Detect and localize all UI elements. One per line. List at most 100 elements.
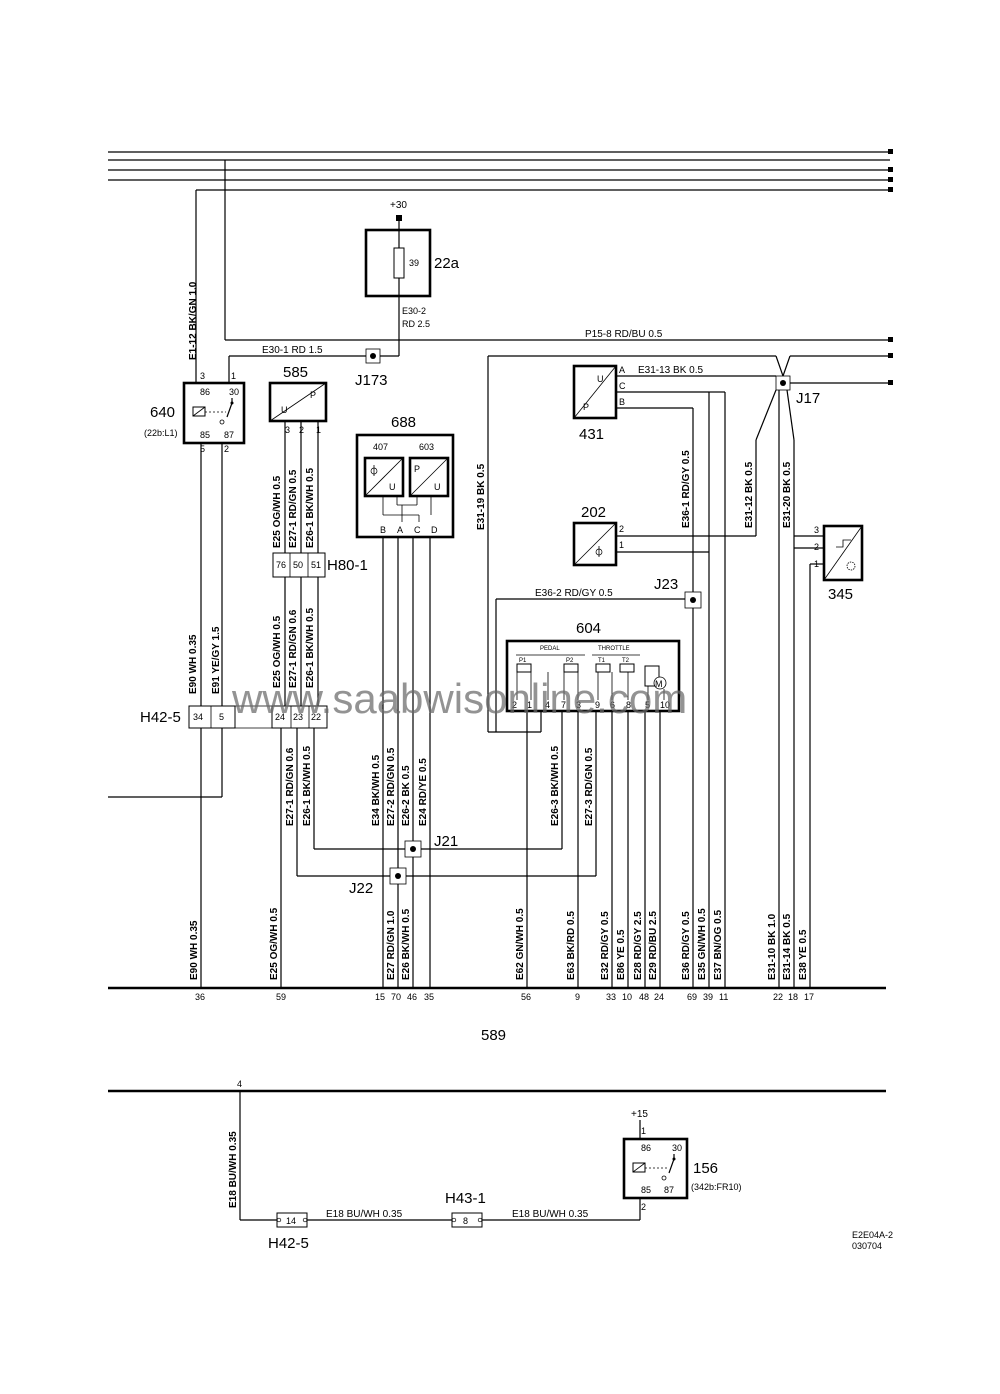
- bus-label-589: 589: [481, 1027, 506, 1044]
- relay-156-t2: 2: [641, 1202, 646, 1212]
- note-640: (22b:L1): [144, 428, 178, 438]
- relay-640-pin-86: 86: [200, 387, 210, 397]
- bp-69: 69: [687, 992, 697, 1002]
- b-e31-10: E31-10 BK 1.0: [767, 913, 778, 980]
- c688-pin-c: C: [414, 525, 421, 535]
- h42b-pin-14: 14: [286, 1216, 296, 1226]
- label-e27-1c: E27-1 RD/GN 0.6: [285, 747, 296, 826]
- junction-j22: J22: [349, 880, 373, 897]
- relay-156-p30: 30: [672, 1143, 682, 1153]
- junction-j17: J17: [796, 390, 820, 407]
- component-688: 688 407 603 U P U B A C D: [355, 414, 455, 539]
- label-e30-2-color: RD 2.5: [402, 319, 430, 329]
- relay-640: 86 30 85 87 3 1 5 2 640 (22b:L1): [144, 371, 246, 454]
- c202-t2: 2: [619, 524, 624, 534]
- c431-u: U: [597, 374, 604, 384]
- bp-56: 56: [521, 992, 531, 1002]
- label-e18-b: E18 BU/WH 0.35: [512, 1209, 589, 1220]
- bp-11: 11: [719, 992, 728, 1002]
- label-e31-19: E31-19 BK 0.5: [476, 463, 487, 530]
- diagram-code: E2E04A-2: [852, 1230, 893, 1240]
- c604-t1: T1: [598, 658, 606, 664]
- bp-15: 15: [375, 992, 385, 1002]
- c585-u: U: [281, 405, 288, 415]
- h42-pin-5: 5: [219, 712, 224, 722]
- bp-24: 24: [654, 992, 664, 1002]
- c604-pin-7: 8: [626, 700, 631, 710]
- b-e27: E27 RD/GN 1.0: [386, 910, 397, 980]
- label-e27-1a: E27-1 RD/GN 0.5: [288, 469, 299, 548]
- b-e63: E63 BK/RD 0.5: [566, 911, 577, 980]
- plus15-label: +15: [631, 1109, 648, 1120]
- bp-4: 4: [237, 1079, 242, 1089]
- ref-h42-5-lower: H42-5: [268, 1235, 309, 1252]
- bp-39: 39: [703, 992, 713, 1002]
- bp-59: 59: [276, 992, 286, 1002]
- label-e30-2: E30-2: [402, 306, 426, 316]
- ref-h80-1: H80-1: [327, 557, 368, 574]
- c345-t2: 2: [814, 542, 819, 552]
- b-e26: E26 BK/WH 0.5: [401, 908, 412, 980]
- c604-pin-6: 6: [610, 700, 615, 710]
- ref-431: 431: [579, 426, 604, 443]
- note-156: (342b:FR10): [691, 1182, 742, 1192]
- label-e31-12: E31-12 BK 0.5: [744, 461, 755, 528]
- h80-pin-76: 76: [276, 560, 286, 570]
- ref-h42-5: H42-5: [140, 709, 181, 726]
- watermark: www.saabwisonline.com: [231, 675, 687, 722]
- bp-46: 46: [407, 992, 417, 1002]
- label-e26-1a: E26-1 BK/WH 0.5: [305, 468, 316, 548]
- relay-640-term-1: 1: [231, 371, 236, 381]
- relay-640-term-3: 3: [200, 371, 205, 381]
- label-e31-20: E31-20 BK 0.5: [782, 461, 793, 528]
- relay-156-t1: 1: [641, 1126, 646, 1136]
- label-e31-13: E31-13 BK 0.5: [638, 365, 703, 376]
- h42-pin-22: 22: [311, 712, 321, 722]
- b-e90: E90 WH 0.35: [189, 920, 200, 980]
- c688-s603: 603: [419, 442, 434, 452]
- c604-pin-2: 4: [545, 700, 550, 710]
- b-e86: E86 YE 0.5: [616, 929, 627, 980]
- connector-h43-1: 8 H43-1: [445, 1190, 486, 1228]
- ref-22a: 22a: [434, 255, 460, 272]
- c202-t1: 1: [619, 540, 624, 550]
- c604-pedal: PEDAL: [540, 646, 560, 652]
- fuse-number: 39: [409, 258, 419, 268]
- ref-h43-1: H43-1: [445, 1190, 486, 1207]
- h80-pin-50: 50: [293, 560, 303, 570]
- label-e1-12: E1-12 BK/GN 1.0: [188, 281, 199, 360]
- label-e91: E91 YE/GY 1.5: [211, 626, 222, 694]
- bp-48: 48: [639, 992, 649, 1002]
- label-e90a: E90 WH 0.35: [188, 634, 199, 694]
- bp-36: 36: [195, 992, 205, 1002]
- temp-sensor-icon-202: [595, 546, 603, 557]
- ref-640: 640: [150, 404, 175, 421]
- component-345: 3 2 1 345: [814, 524, 864, 603]
- b-e32: E32 RD/GY 0.5: [600, 911, 611, 980]
- c604-pin-5: 9: [595, 700, 600, 710]
- h42-pin-24: 24: [275, 712, 285, 722]
- b-e62: E62 GN/WH 0.5: [515, 908, 526, 980]
- h43-pin-8: 8: [463, 1216, 468, 1226]
- connector-h42-5: 34 5 24 23 22 H42-5: [140, 705, 328, 729]
- label-e25b: E25 OG/WH 0.5: [272, 615, 283, 688]
- c604-throttle: THROTTLE: [598, 646, 630, 652]
- label-e26-2: E26-2 BK 0.5: [401, 765, 412, 826]
- label-e26-1b: E26-1 BK/WH 0.5: [305, 608, 316, 688]
- h42-pin-34: 34: [193, 712, 203, 722]
- c604-p2: P2: [566, 658, 574, 664]
- junction-j21: J21: [434, 833, 458, 850]
- h80-pin-51: 51: [311, 560, 321, 570]
- b-e35: E35 GN/WH 0.5: [697, 908, 708, 980]
- component-604: 604 PEDAL THROTTLE P1 P2 T1 T2 M 2 1 4 7…: [505, 620, 681, 713]
- ref-688: 688: [391, 414, 416, 431]
- c604-t2: T2: [622, 658, 630, 664]
- c604-p1: P1: [519, 658, 527, 664]
- relay-640-pin-87: 87: [224, 430, 234, 440]
- connector-h42-5-lower: 14 H42-5: [268, 1212, 309, 1252]
- label-e30-1: E30-1 RD 1.5: [262, 345, 323, 356]
- relay-156-p86: 86: [641, 1143, 651, 1153]
- c688-pin-d: D: [431, 525, 438, 535]
- label-p15-8: P15-8 RD/BU 0.5: [585, 329, 663, 340]
